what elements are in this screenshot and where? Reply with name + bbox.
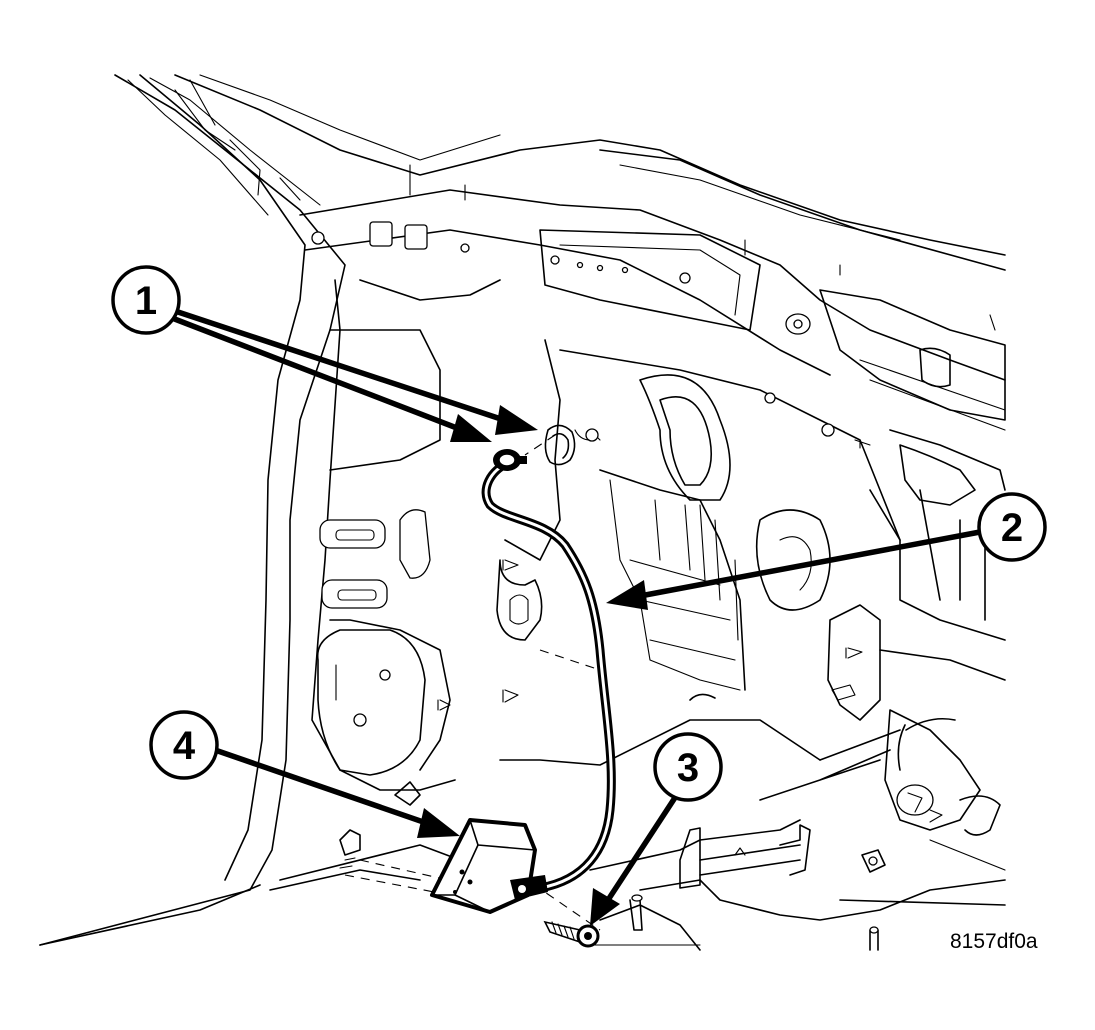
grommet: [544, 424, 576, 466]
module: [430, 818, 548, 914]
a-pillar: [39, 74, 346, 946]
cowl-top: [174, 74, 1006, 271]
leader-line-3: [590, 788, 683, 926]
callout-4-label: 4: [173, 724, 196, 768]
screw: [543, 920, 600, 948]
callout-2: 2: [977, 492, 1047, 562]
right-brackets: [499, 604, 1006, 836]
cross-member: [299, 164, 1006, 421]
callout-3: 3: [653, 732, 723, 802]
callout-2-label: 2: [1001, 506, 1023, 550]
cable: [481, 457, 616, 893]
leader-line-2: [606, 529, 981, 610]
dash-panel: [311, 279, 561, 806]
leader-line-4: [214, 747, 460, 838]
callout-1-label: 1: [135, 279, 157, 323]
leader-line-1a: [177, 309, 538, 435]
leader-line-1b: [171, 315, 492, 442]
callout-4: 4: [149, 710, 219, 780]
callout-1: 1: [111, 265, 181, 335]
floor-pan: [39, 819, 1006, 951]
cable-connector-top: [493, 449, 527, 471]
callout-3-label: 3: [677, 746, 699, 790]
firewall-detail: [559, 349, 1006, 691]
figure-id: 8157df0a: [950, 930, 1038, 953]
